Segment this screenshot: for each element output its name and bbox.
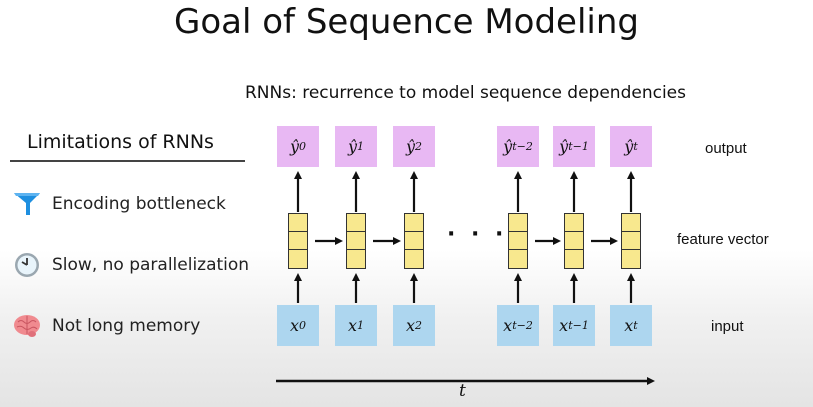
feature-cell: [509, 232, 527, 250]
feature-cell: [289, 250, 307, 268]
feature-vector: [346, 213, 366, 269]
row-label-output: output: [705, 140, 747, 157]
limitation-item: Slow, no parallelization: [12, 251, 249, 279]
input-box-subscript: t: [633, 319, 638, 332]
feature-cell: [565, 232, 583, 250]
feature-cell: [405, 214, 423, 232]
input-box-subscript: 2: [415, 319, 423, 332]
output-box-subscript: t: [633, 140, 638, 153]
slide-subtitle: RNNs: recurrence to model sequence depen…: [245, 83, 686, 103]
feature-cell: [509, 250, 527, 268]
slide-title: Goal of Sequence Modeling: [174, 2, 639, 42]
feature-vector: [564, 213, 584, 269]
feature-cell: [405, 250, 423, 268]
feature-cell: [405, 232, 423, 250]
feature-cell: [289, 232, 307, 250]
input-box-symbol: x: [405, 316, 416, 335]
feature-cell: [622, 232, 640, 250]
limitation-label: Slow, no parallelization: [52, 255, 250, 275]
input-box-symbol: x: [503, 316, 513, 335]
input-box-symbol: x: [624, 316, 634, 335]
feature-vector: [288, 213, 308, 269]
feature-cell: [622, 214, 640, 232]
input-box-symbol: x: [559, 316, 569, 335]
limitations-heading: Limitations of RNNs: [27, 131, 214, 153]
output-box-symbol: ŷ: [559, 137, 569, 156]
feature-cell: [509, 214, 527, 232]
output-box-subscript: t−1: [568, 140, 589, 153]
time-axis-label: t: [459, 381, 466, 401]
feature-cell: [347, 214, 365, 232]
feature-vector: [621, 213, 641, 269]
output-box-symbol: ŷ: [405, 137, 416, 156]
funnel-icon: [12, 190, 42, 218]
feature-cell: [565, 214, 583, 232]
input-box-symbol: x: [347, 316, 358, 335]
ellipsis: · · ·: [447, 222, 508, 247]
row-label-input: input: [711, 318, 744, 335]
limitation-item: Not long memory: [12, 312, 200, 340]
limitation-label: Not long memory: [52, 316, 201, 336]
row-label-feature-vector: feature vector: [677, 231, 769, 248]
output-box-subscript: t−2: [512, 140, 533, 153]
output-box-subscript: 2: [415, 140, 423, 153]
clock-icon: [12, 251, 42, 279]
input-box-subscript: 0: [299, 319, 307, 332]
feature-cell: [622, 250, 640, 268]
feature-cell: [565, 250, 583, 268]
brain-icon: [12, 312, 42, 340]
output-box-subscript: 0: [299, 140, 307, 153]
feature-vector: [404, 213, 424, 269]
output-box-symbol: ŷ: [624, 137, 634, 156]
output-box-subscript: 1: [357, 140, 365, 153]
limitation-item: Encoding bottleneck: [12, 190, 226, 218]
heading-divider: [10, 160, 245, 162]
feature-cell: [347, 232, 365, 250]
feature-cell: [289, 214, 307, 232]
input-box-subscript: 1: [357, 319, 365, 332]
output-box-symbol: ŷ: [289, 137, 300, 156]
limitation-label: Encoding bottleneck: [52, 194, 226, 214]
input-box-symbol: x: [289, 316, 300, 335]
input-box-subscript: t−2: [512, 319, 533, 332]
output-box-symbol: ŷ: [347, 137, 358, 156]
feature-cell: [347, 250, 365, 268]
input-box-subscript: t−1: [568, 319, 589, 332]
output-box-symbol: ŷ: [503, 137, 513, 156]
feature-vector: [508, 213, 528, 269]
